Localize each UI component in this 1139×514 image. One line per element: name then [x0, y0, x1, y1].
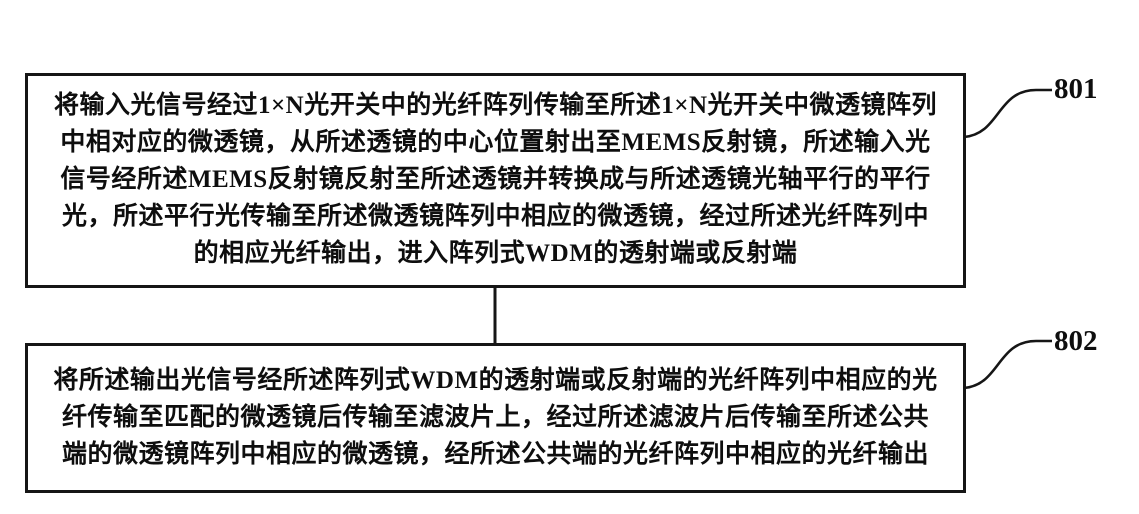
- flow-step-box-802: 将所述输出光信号经所述阵列式WDM的透射端或反射端的光纤阵列中相应的光 纤传输至…: [25, 343, 966, 493]
- reference-numeral-801: 801: [1054, 73, 1098, 105]
- step-802-text-line: 纤传输至匹配的微透镜后传输至滤波片上，经过所述滤波片后传输至所述公共: [61, 403, 929, 431]
- flow-step-box-801: 将输入光信号经过1×N光开关中的光纤阵列传输至所述1×N光开关中微透镜阵列 中相…: [25, 73, 966, 288]
- step-801-text-line: 的相应光纤输出，进入阵列式WDM的透射端或反射端: [193, 240, 798, 267]
- leader-line-801: [963, 88, 1052, 139]
- step-802-text-line: 将所述输出光信号经所述阵列式WDM的透射端或反射端的光纤阵列中相应的光: [53, 366, 938, 394]
- step-801-text-line: 中相对应的微透镜，从所述透镜的中心位置射出至MEMS反射镜，所述输入光: [60, 129, 931, 156]
- step-801-text-line: 将输入光信号经过1×N光开关中的光纤阵列传输至所述1×N光开关中微透镜阵列: [53, 92, 938, 119]
- reference-numeral-802: 802: [1054, 325, 1098, 357]
- leader-line-802: [963, 339, 1052, 390]
- step-802-text-line: 端的微透镜阵列中相应的微透镜，经所述公共端的光纤阵列中相应的光纤输出: [61, 440, 929, 468]
- step-801-text-line: 光，所述平行光传输至所述微透镜阵列中相应的微透镜，经过所述光纤阵列中: [61, 203, 929, 230]
- step-801-text-line: 信号经所述MEMS反射镜反射至所述透镜并转换成与所述透镜光轴平行的平行: [60, 166, 931, 193]
